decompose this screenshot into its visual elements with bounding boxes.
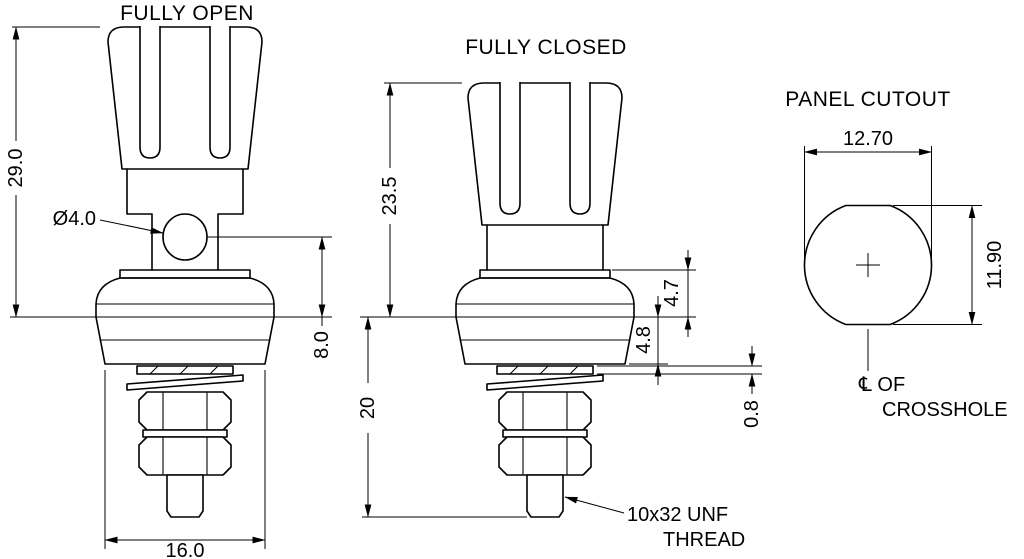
knob-neck-right xyxy=(217,168,244,271)
dim-text: 8.0 xyxy=(311,331,333,359)
hex-nut-lower xyxy=(498,436,592,476)
washer-hatch xyxy=(209,365,219,375)
centerline-note: ℄ OF CROSSHOLE xyxy=(858,374,1008,421)
leader-line xyxy=(564,496,625,514)
lock-washer xyxy=(136,365,234,375)
solder-lug xyxy=(126,374,244,391)
washer-hatch xyxy=(149,365,159,375)
knob-slot-right xyxy=(569,82,591,215)
dim-cutout-height: 11.90 xyxy=(893,204,1006,326)
crosshole-ellipse xyxy=(162,213,208,261)
hex-nut-lower xyxy=(138,436,232,476)
leader-line xyxy=(99,219,164,234)
knob-slot-left xyxy=(139,26,161,159)
lock-washer xyxy=(496,365,594,375)
dim-text: 23.5 xyxy=(379,177,401,216)
view-fully-closed: FULLY CLOSED 23.5 xyxy=(357,36,763,551)
dim-base-width: 16.0 xyxy=(104,370,266,559)
dim-text: 20 xyxy=(357,397,379,419)
dim-text: 0.8 xyxy=(741,400,763,428)
knob-outline xyxy=(467,82,623,226)
dim-crosshole-dia: Ø4.0 xyxy=(53,208,164,234)
knob-outline xyxy=(107,26,263,170)
dim-crosshole-height: 8.0 xyxy=(207,236,333,359)
threaded-stud xyxy=(526,474,564,518)
knob-slot-right xyxy=(209,26,231,159)
hex-nut-upper xyxy=(138,391,232,431)
washer-hatch xyxy=(179,365,189,375)
washer-hatch xyxy=(539,365,549,375)
dim-closed-height: 23.5 xyxy=(360,82,462,318)
thread-note-line2: THREAD xyxy=(663,529,745,551)
dim-below-panel: 20 xyxy=(357,316,527,518)
view-fully-open: FULLY OPEN xyxy=(5,2,333,559)
washer-hatch xyxy=(569,365,579,375)
nut-washer xyxy=(502,429,588,438)
thread-note: 10x32 UNF THREAD xyxy=(564,496,745,551)
dim-text: 16.0 xyxy=(166,540,205,559)
dim-total-height: 29.0 xyxy=(5,26,100,318)
insulator-flange xyxy=(479,269,611,279)
dim-cutout-width: 12.70 xyxy=(803,128,933,259)
dim-washer-thickness: 0.8 xyxy=(597,346,763,428)
dim-bushing-above-panel: 4.7 xyxy=(612,250,696,337)
thread-note-line1: 10x32 UNF xyxy=(627,504,728,526)
cutout-outline xyxy=(803,204,933,326)
knob-neck-left xyxy=(126,168,153,271)
dim-bushing-below-panel: 4.8 xyxy=(629,296,668,385)
centerline-note-line1: ℄ OF xyxy=(858,374,905,396)
insulator-flange xyxy=(119,269,251,279)
insulator-body xyxy=(455,277,635,365)
dim-text: 4.8 xyxy=(633,326,655,354)
nut-washer xyxy=(142,429,228,438)
insulator-body xyxy=(95,277,275,365)
dim-text: 4.7 xyxy=(661,279,683,307)
view-title: FULLY OPEN xyxy=(120,2,254,25)
knob-slot-left xyxy=(499,82,521,215)
solder-lug xyxy=(486,374,604,391)
dim-text: Ø4.0 xyxy=(53,208,96,230)
centerline-note-line2: CROSSHOLE xyxy=(882,399,1008,421)
view-panel-cutout: PANEL CUTOUT 12.70 11.90 ℄ OF CROSSHOLE xyxy=(785,88,1007,421)
dim-text: 29.0 xyxy=(5,149,27,188)
washer-hatch xyxy=(509,365,519,375)
hex-nut-upper xyxy=(498,391,592,431)
dim-text: 12.70 xyxy=(843,128,893,150)
dim-text: 11.90 xyxy=(984,241,1006,290)
view-title: FULLY CLOSED xyxy=(465,36,627,59)
threaded-stud xyxy=(166,474,204,518)
view-title: PANEL CUTOUT xyxy=(785,88,950,111)
